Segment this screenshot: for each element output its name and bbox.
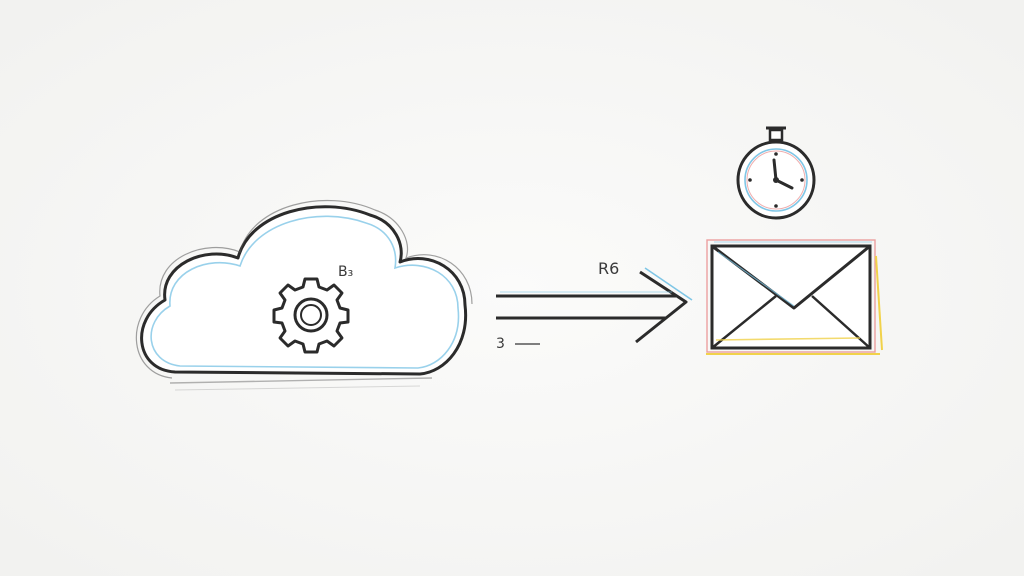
double-arrow: [496, 267, 693, 345]
cloud-note: B₃: [338, 264, 353, 280]
envelope-icon: [706, 239, 883, 355]
stopwatch-icon: [736, 126, 816, 220]
arrow-tail-note: 3: [496, 336, 505, 352]
gear-icon: [272, 277, 350, 354]
arrow-note: R6: [598, 259, 619, 278]
